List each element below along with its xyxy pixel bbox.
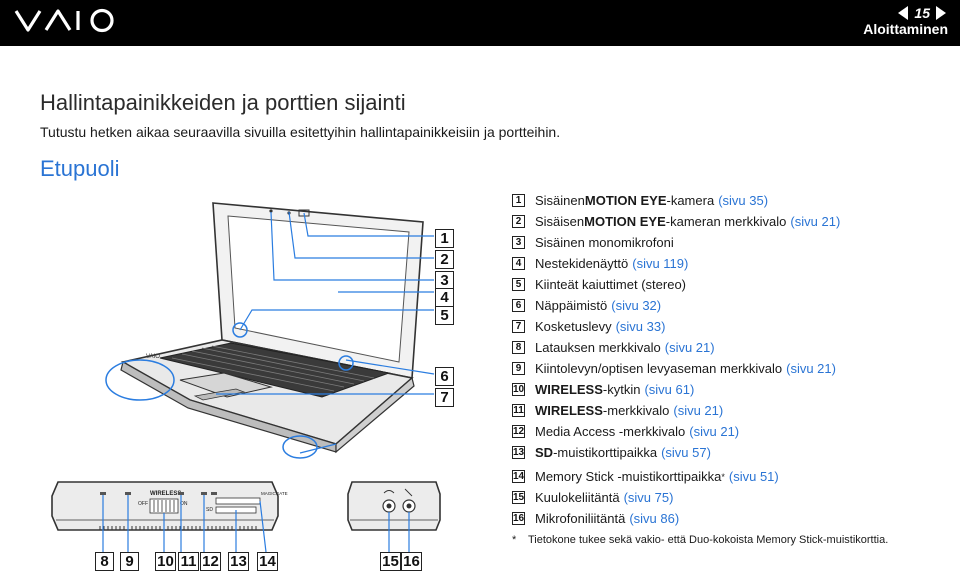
sd-label: SD	[206, 507, 213, 513]
arrow-left-icon[interactable]	[898, 6, 909, 20]
page-reference-link[interactable]: (sivu 33)	[615, 319, 666, 334]
callout-16: 16	[401, 552, 422, 571]
switch-on-label: ON	[180, 501, 188, 507]
page-reference-link[interactable]: (sivu 119)	[632, 256, 689, 271]
callout-1: 1	[435, 229, 454, 248]
switch-off-label: OFF	[138, 501, 148, 507]
section-subtitle: Etupuoli	[40, 156, 120, 181]
keyboard-logo: VAIO	[146, 354, 160, 360]
callout-10: 10	[155, 552, 176, 571]
callout-9: 9	[120, 552, 139, 571]
magicgate-label: MAGICGATE	[261, 491, 288, 496]
callout-14: 14	[257, 552, 278, 571]
footnote: * Tietokone tukee sekä vakio- että Duo-ko…	[512, 534, 888, 546]
page-reference-link[interactable]: (sivu 75)	[623, 490, 674, 505]
arrow-right-icon[interactable]	[936, 6, 946, 20]
page-reference-link[interactable]: (sivu 21)	[786, 361, 836, 376]
section-title[interactable]: Aloittaminen	[863, 21, 948, 37]
page-reference-link[interactable]: (sivu 21)	[790, 214, 841, 229]
page-reference-link[interactable]: (sivu 32)	[611, 298, 662, 313]
page-number: 15	[914, 5, 930, 21]
wireless-panel-label: WIRELESS	[150, 491, 181, 497]
footnote-marker: *	[512, 534, 517, 546]
page-title: Hallintapainikkeiden ja porttien sijaint…	[40, 90, 406, 115]
callout-7: 7	[435, 388, 454, 407]
vaio-logo	[14, 8, 114, 33]
page-reference-link[interactable]: (sivu 21)	[664, 340, 715, 355]
callout-15: 15	[380, 552, 401, 571]
page-reference-link[interactable]: (sivu 21)	[673, 403, 724, 418]
intro-text: Tutustu hetken aikaa seuraavilla sivuill…	[40, 124, 561, 140]
page-reference-link[interactable]: (sivu 51)	[728, 469, 779, 484]
callout-13: 13	[228, 552, 249, 571]
callout-8: 8	[95, 552, 114, 571]
callout-5: 5	[435, 306, 454, 325]
callout-11: 11	[178, 552, 199, 571]
page-reference-link[interactable]: (sivu 35)	[718, 193, 769, 208]
header-bar: 15 Aloittaminen	[0, 0, 960, 46]
callout-12: 12	[200, 552, 221, 571]
page-reference-link[interactable]: (sivu 57)	[661, 445, 711, 460]
callout-2: 2	[435, 250, 454, 269]
page-reference-link[interactable]: (sivu 86)	[629, 511, 680, 526]
callout-6: 6	[435, 367, 454, 386]
callout-4: 4	[435, 288, 454, 307]
page-navigation: 15	[898, 2, 946, 24]
page-reference-link[interactable]: (sivu 61)	[644, 382, 695, 397]
footnote-text: Tietokone tukee sekä vakio- että Duo-kok…	[528, 534, 889, 546]
page-reference-link[interactable]: (sivu 21)	[689, 424, 740, 439]
